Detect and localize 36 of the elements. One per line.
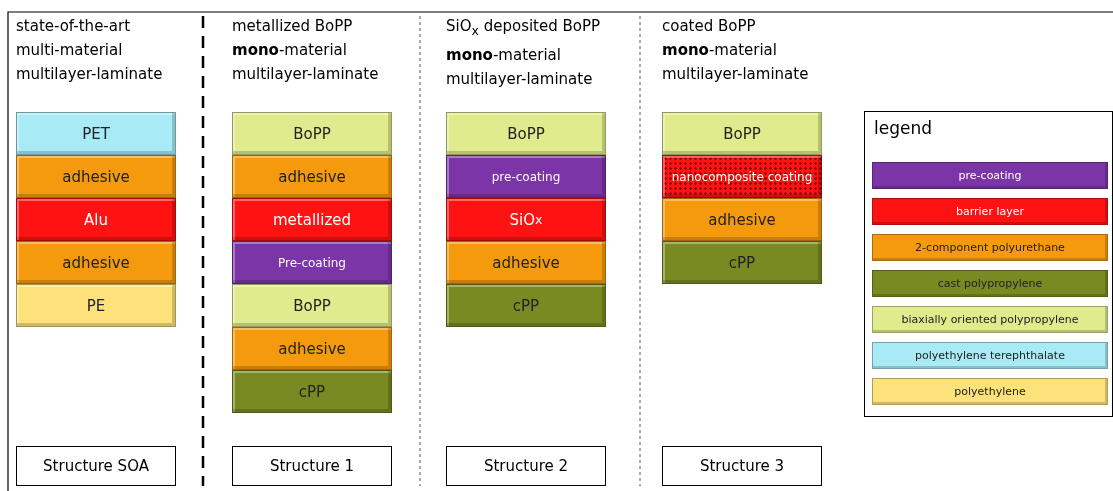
layer-bar: cPP xyxy=(446,284,606,327)
layer-bar: BoPP xyxy=(232,112,392,155)
layer-bar: pre-coating xyxy=(446,155,606,198)
layer-bar: metallized xyxy=(232,198,392,241)
legend-entry: cast polypropylene xyxy=(872,270,1108,297)
legend-entry: biaxially oriented polypropylene xyxy=(872,306,1108,333)
legend-entry: polyethylene terephthalate xyxy=(872,342,1108,369)
legend-entry: 2-component polyurethane xyxy=(872,234,1108,261)
structure-label-box: Structure 1 xyxy=(232,446,392,486)
layer-bar: BoPP xyxy=(232,284,392,327)
layer-bar: adhesive xyxy=(662,198,822,241)
layer-bar: BoPP xyxy=(662,112,822,155)
column-heading: coated BoPP mono-material multilayer-laminate xyxy=(662,16,810,85)
layer-bar: cPP xyxy=(662,241,822,284)
column-heading: metallized BoPP mono-material multilayer-laminate xyxy=(232,16,380,85)
layer-bar: PET xyxy=(16,112,176,155)
layer-bar: cPP xyxy=(232,370,392,413)
layer-bar: PE xyxy=(16,284,176,327)
layer-bar: adhesive xyxy=(16,241,176,284)
structure-label-box: Structure SOA xyxy=(16,446,176,486)
structure-label-box: Structure 3 xyxy=(662,446,822,486)
layer-bar: adhesive xyxy=(446,241,606,284)
structure-label-box: Structure 2 xyxy=(446,446,606,486)
layer-bar: BoPP xyxy=(446,112,606,155)
column-heading: SiO$_{x}$ deposited BoPP mono-material multilayer-laminate xyxy=(446,16,602,90)
legend-title: legend xyxy=(874,118,932,138)
layer-bar: Alu xyxy=(16,198,176,241)
layer-bar: adhesive xyxy=(232,327,392,370)
legend-entry: barrier layer xyxy=(872,198,1108,225)
legend-entry: pre-coating xyxy=(872,162,1108,189)
layer-bar: Pre-coating xyxy=(232,241,392,284)
layer-bar: adhesive xyxy=(232,155,392,198)
legend-entry: polyethylene xyxy=(872,378,1108,405)
layer-bar: nanocomposite coating xyxy=(662,155,822,198)
layer-bar: adhesive xyxy=(16,155,176,198)
column-heading: state-of-the-art multi-material multilayer-laminate xyxy=(16,16,164,85)
